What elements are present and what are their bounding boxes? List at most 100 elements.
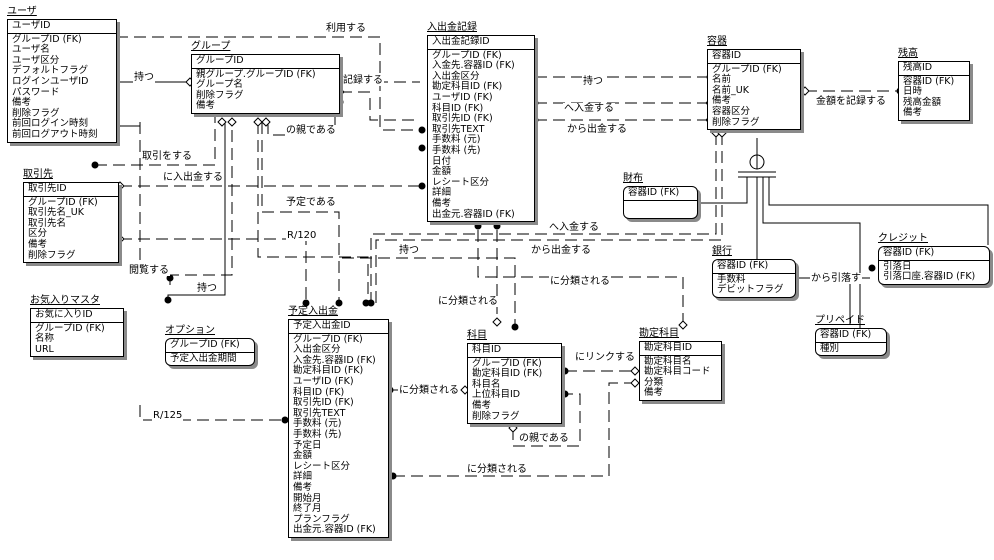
attribute-field: 備考 xyxy=(12,97,32,109)
entity-attributes: 引落日引落口座.容器ID (FK) xyxy=(879,261,989,284)
attribute-field: 勘定科目ID (FK) xyxy=(432,81,503,93)
attribute-field: 削除フラグ xyxy=(12,107,60,119)
primary-key-field: ユーザID xyxy=(12,20,51,31)
entity-pk: お気に入りID xyxy=(31,309,123,323)
rel-label-has-user-group: 持つ xyxy=(133,72,155,83)
entity-title: 入出金記録 xyxy=(427,22,477,33)
rel-label-is-planned: 予定である xyxy=(285,197,337,208)
edge-deposit-to-2 xyxy=(370,133,717,303)
entity-title: 取引先 xyxy=(23,169,53,180)
attribute-field: デフォルトフラグ xyxy=(12,65,89,77)
attribute-field: 出金元.容器ID (FK) xyxy=(293,524,376,536)
attribute-field: 備考 xyxy=(644,387,664,399)
attribute-field: 前回ログイン時刻 xyxy=(12,118,89,130)
edge-r125 xyxy=(139,405,285,421)
attribute-field: 容器区分 xyxy=(712,105,751,117)
attribute-field: 名称 xyxy=(35,333,55,345)
attribute-field: 日付 xyxy=(432,155,452,167)
rel-label-browses: 閲覧する xyxy=(128,265,170,276)
attribute-field: ユーザ区分 xyxy=(12,54,60,66)
entity-title: 銀行 xyxy=(712,246,732,257)
rel-label-links: にリンクする xyxy=(574,352,636,363)
attribute-field: デビットフラグ xyxy=(717,284,784,296)
attribute-field: 前回ログアウト時刻 xyxy=(12,128,98,140)
attribute-field: 備考 xyxy=(28,238,48,250)
rel-label-records-amount: 金額を記録する xyxy=(815,96,887,107)
attribute-field: グループ名 xyxy=(196,79,243,91)
attribute-field: 引落口座.容器ID (FK) xyxy=(883,271,976,283)
edge-is-planned xyxy=(261,122,340,303)
primary-key-field: お気に入りID xyxy=(35,309,93,320)
entity-title: 勘定科目 xyxy=(639,328,679,339)
entity-title: 予定入出金 xyxy=(288,306,338,317)
attribute-field: 入金先.容器ID (FK) xyxy=(293,354,376,366)
attribute-field: 削除フラグ xyxy=(196,89,244,101)
rel-label-withdraw-from: から出金する xyxy=(566,124,628,135)
edge-has-planned-a xyxy=(257,122,369,303)
entity-pk: 容器ID (FK) xyxy=(816,329,886,343)
entity-title: オプション xyxy=(165,325,215,336)
attribute-field: ユーザID (FK) xyxy=(432,91,493,103)
rel-label-debit-from: から引落す xyxy=(810,273,862,284)
attribute-field: 削除フラグ xyxy=(712,116,760,128)
attribute-field: 予定入出金期間 xyxy=(170,352,237,364)
attribute-field: 勘定科目コード xyxy=(644,366,711,378)
attribute-field: レシート区分 xyxy=(432,176,490,188)
entity-title: クレジット xyxy=(878,233,928,244)
edge-withdraw-from-2 xyxy=(375,133,723,303)
attribute-field: グループID (FK) xyxy=(35,322,105,334)
attribute-field: プランフラグ xyxy=(293,513,350,525)
attribute-field: グループID (FK) xyxy=(293,333,363,345)
attribute-field: 入出金区分 xyxy=(293,344,341,356)
entity-pk: 残高ID xyxy=(899,62,969,76)
entity-pk: 容器ID (FK) xyxy=(879,247,989,261)
attribute-field: 備考 xyxy=(196,100,216,112)
primary-key-field: 容器ID (FK) xyxy=(628,187,680,198)
attribute-field: 科目ID (FK) xyxy=(432,102,484,114)
attribute-field: 容器ID (FK) xyxy=(903,75,955,87)
entity-attributes: 勘定科目名勘定科目コード分類備考 xyxy=(640,356,721,400)
attribute-field: 詳細 xyxy=(293,471,313,483)
primary-key-field: 容器ID (FK) xyxy=(717,260,769,271)
entity-pk: 入出金記録ID xyxy=(428,36,534,50)
attribute-field: 勘定科目ID (FK) xyxy=(472,368,543,380)
attribute-field: 取引先名_UK xyxy=(28,207,84,219)
rel-label-has-container: 持つ xyxy=(582,76,604,87)
attribute-field: 名前_UK xyxy=(712,84,749,96)
entity-attributes: 予定入出金期間 xyxy=(166,353,254,366)
entity-title: 財布 xyxy=(623,173,643,184)
attribute-field: 削除フラグ xyxy=(28,249,76,261)
attribute-field: 勘定科目名 xyxy=(644,355,692,367)
attribute-field: 備考 xyxy=(472,399,492,411)
attribute-field: パスワード xyxy=(12,86,60,98)
attribute-field: 出金元.容器ID (FK) xyxy=(432,208,515,220)
attribute-field: 手数料 xyxy=(717,273,746,285)
entity-title: 容器 xyxy=(707,36,727,47)
attribute-field: 名前 xyxy=(712,74,732,86)
attribute-field: 備考 xyxy=(903,107,923,119)
attribute-field: 入出金区分 xyxy=(432,70,480,82)
rel-label-classified-4: に分類される xyxy=(466,464,528,475)
rel-label-deposit-to-2: へ入金する xyxy=(548,222,600,233)
edge-has-planned-b xyxy=(342,257,516,327)
attribute-field: 金額 xyxy=(432,166,452,178)
entity-attributes: 種別 xyxy=(816,343,886,356)
rel-label-records: 記録する xyxy=(342,75,384,86)
rel-label-parent-of-group: の親である xyxy=(285,125,337,136)
attribute-field: グループID (FK) xyxy=(28,196,98,208)
rel-label-deposit-to: へ入金する xyxy=(563,103,615,114)
edge-classified-planned-account xyxy=(393,382,635,477)
attribute-field: URL xyxy=(35,343,54,355)
entity-title: お気入りマスタ xyxy=(30,295,100,306)
primary-key-field: 残高ID xyxy=(903,62,933,73)
attribute-field: 分類 xyxy=(644,376,664,388)
attribute-field: 引落日 xyxy=(883,260,912,272)
entity-pk: グループID (FK) xyxy=(166,339,254,353)
entity-title: 残高 xyxy=(898,48,918,59)
attribute-field: ログインユーザID xyxy=(12,75,89,87)
primary-key-field: 勘定科目ID xyxy=(644,342,693,353)
attribute-field: 備考 xyxy=(293,481,313,493)
attribute-field: 種別 xyxy=(820,342,840,354)
attribute-field: グループID (FK) xyxy=(712,63,782,75)
